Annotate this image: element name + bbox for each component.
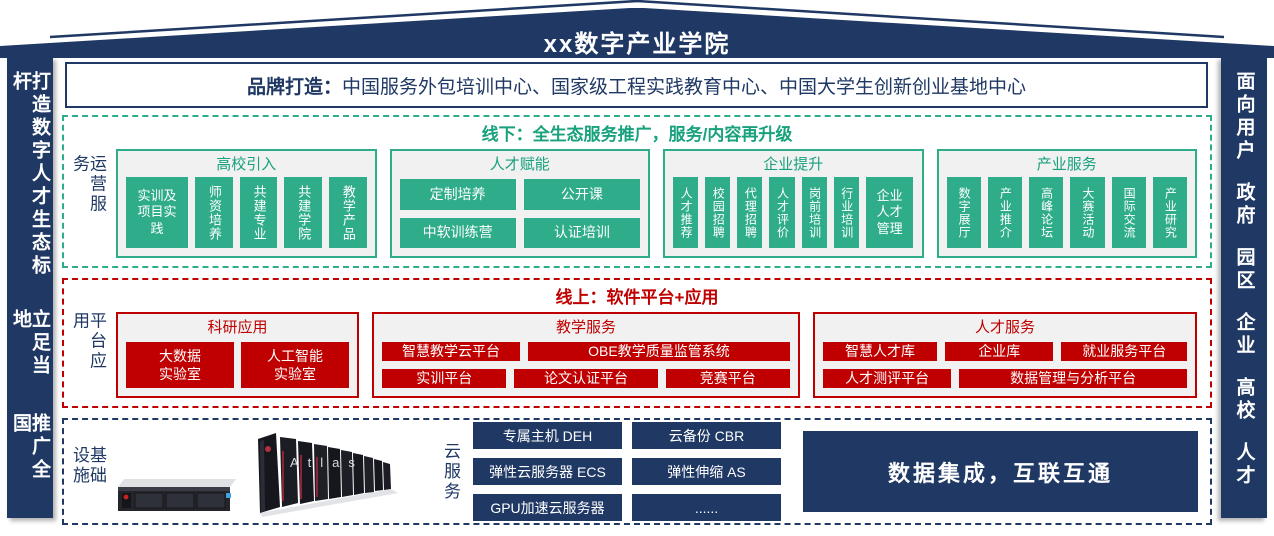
group-card-talent-services: 人才服务 智慧人才库 企业库 就业服务平台 人才测评平台 数据管理与分析平台 [813, 312, 1197, 398]
platform-block: 就业服务平台 [1061, 342, 1187, 361]
cloud-service-item: 弹性云服务器 ECS [473, 458, 622, 485]
cloud-service-item: 弹性伸缩 AS [632, 458, 781, 485]
service-block: 校园招聘 [705, 177, 731, 248]
left-pillar: 打造数字人才生态标杆 立足当地 推广全国 [7, 57, 53, 518]
cloud-service-item: 云备份 CBR [632, 422, 781, 449]
right-pillar-text: 园区 [1233, 247, 1255, 293]
platform-block: OBE教学质量监管系统 [527, 342, 790, 361]
roof-shape [0, 0, 1274, 58]
cloud-service-item: 专属主机 DEH [473, 422, 622, 449]
service-block: 定制培养 [399, 179, 516, 210]
operations-side-label: 运营服务 [70, 154, 106, 215]
brand-box: 品牌打造： 中国服务外包培训中心、国家级工程实践教育中心、中国大学生创新创业基地… [65, 62, 1208, 108]
group-title: 人才服务 [974, 319, 1035, 336]
platform-title: 线上：软件平台+应用 [555, 288, 719, 307]
platform-block: 人工智能 实验室 [241, 342, 349, 388]
group-card-industry-services: 产业服务 数字展厅 产业推介 高峰论坛 大赛活动 国际交流 产业研究 [936, 149, 1197, 258]
group-title: 教学服务 [555, 319, 616, 336]
right-pillar-text: 高校 [1233, 377, 1255, 423]
service-block: 高峰论坛 [1029, 177, 1064, 248]
brand-text: 中国服务外包培训中心、国家级工程实践教育中心、中国大学生创新创业基地中心 [342, 76, 1027, 98]
platform-block: 智慧人才库 [823, 342, 938, 361]
platform-section: 平台应用 线上：软件平台+应用 科研应用 大数据 实验室 人工智能 实验室 教学… [62, 278, 1212, 408]
infrastructure-side-label: 基础设施 [70, 445, 106, 486]
service-block: 共建学院 [284, 177, 322, 248]
platform-block: 企业库 [945, 342, 1054, 361]
right-pillar-text: 企业 [1233, 312, 1255, 358]
operations-section: 运营服务 线下：全生态服务推广，服务/内容再升级 高校引入 实训及 项目实 践 … [62, 115, 1212, 268]
service-block: 人才评价 [769, 177, 795, 248]
service-block: 企业 人才 管理 [865, 177, 914, 248]
right-pillar-text: 面向用户 [1233, 71, 1255, 163]
cloud-service-item: ...... [632, 494, 781, 521]
left-pillar-text: 立足当地 [10, 308, 50, 378]
group-title: 企业提升 [763, 156, 824, 173]
rack-server-image [118, 478, 236, 511]
atlas-label: Atlas [290, 455, 364, 470]
group-card-teaching-services: 教学服务 智慧教学云平台 OBE教学质量监管系统 实训平台 论文认证平台 竞赛平… [372, 312, 800, 398]
cloud-services-grid: 专属主机 DEH 云备份 CBR 弹性云服务器 ECS 弹性伸缩 AS GPU加… [473, 422, 781, 521]
right-pillar-text: 政府 [1233, 182, 1255, 228]
group-card-university-intro: 高校引入 实训及 项目实 践 师资培养 共建专业 共建学院 教学产品 [116, 149, 377, 258]
service-block: 国际交流 [1111, 177, 1146, 248]
service-block: 师资培养 [195, 177, 233, 248]
platform-side-label: 平台应用 [70, 311, 106, 372]
group-title: 人才赋能 [489, 156, 550, 173]
service-block: 大赛活动 [1070, 177, 1105, 248]
service-block: 人才推荐 [673, 177, 699, 248]
platform-block: 竞赛平台 [665, 369, 790, 388]
cloud-services-label: 云服务 [441, 441, 460, 502]
platform-block: 论文认证平台 [514, 369, 658, 388]
left-pillar-text: 打造数字人才生态标杆 [10, 71, 50, 278]
platform-block: 大数据 实验室 [126, 342, 234, 388]
data-integration-box: 数据集成，互联互通 [803, 431, 1198, 512]
operations-title: 线下：全生态服务推广，服务/内容再升级 [481, 125, 793, 144]
service-block: 代理招聘 [737, 177, 763, 248]
group-card-talent-enablement: 人才赋能 定制培养 公开课 中软训练营 认证培训 [389, 149, 650, 258]
service-block: 数字展厅 [946, 177, 981, 248]
banner-title: xx数字产业学院 [543, 31, 731, 58]
atlas-server-image: Atlas [258, 432, 398, 517]
brand-label: 品牌打造： [246, 76, 342, 98]
roof-polygon [0, 8, 1274, 58]
platform-block: 实训平台 [382, 369, 507, 388]
platform-block: 人才测评平台 [823, 369, 952, 388]
service-block: 认证培训 [523, 217, 640, 248]
infrastructure-section: 基础设施 [62, 418, 1212, 525]
cloud-service-item: GPU加速云服务器 [473, 494, 622, 521]
group-card-enterprise-upgrade: 企业提升 人才推荐 校园招聘 代理招聘 人才评价 岗前培训 行业培训 企业 人才… [663, 149, 924, 258]
group-title: 科研应用 [207, 319, 268, 336]
service-block: 公开课 [523, 179, 640, 210]
group-card-research-apps: 科研应用 大数据 实验室 人工智能 实验室 [116, 312, 359, 398]
service-block: 行业培训 [833, 177, 859, 248]
group-title: 产业服务 [1036, 156, 1097, 173]
group-title: 高校引入 [216, 156, 277, 173]
roof-accent-line [49, 0, 1225, 39]
service-block: 中软训练营 [399, 217, 516, 248]
service-block: 共建专业 [239, 177, 278, 248]
service-block: 产业研究 [1152, 177, 1187, 248]
service-block: 教学产品 [328, 177, 367, 248]
platform-block: 数据管理与分析平台 [959, 369, 1187, 388]
server-images: Atlas [110, 427, 432, 517]
right-pillar: 面向用户 政府 园区 企业 高校 人才 [1221, 57, 1267, 518]
right-pillar-text: 人才 [1233, 442, 1255, 488]
service-block: 实训及 项目实 践 [126, 177, 189, 248]
left-pillar-text: 推广全国 [10, 413, 50, 483]
service-block: 岗前培训 [801, 177, 827, 248]
platform-block: 智慧教学云平台 [382, 342, 520, 361]
service-block: 产业推介 [987, 177, 1022, 248]
